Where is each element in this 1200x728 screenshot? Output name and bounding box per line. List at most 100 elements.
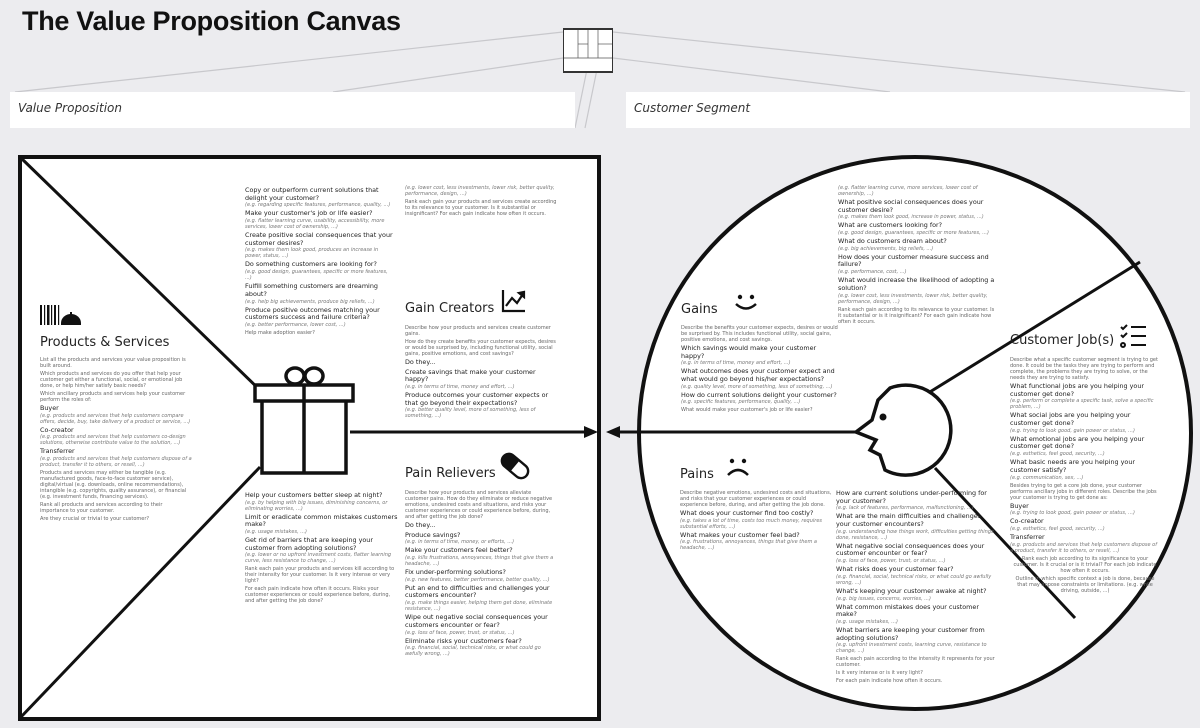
question: Limit or eradicate common mistakes custo… (245, 512, 398, 529)
note: Which ancillary products and services he… (40, 391, 186, 403)
pains-questions: How are current solutions under-performi… (836, 488, 996, 686)
gains-description: Describe the benefits your customer expe… (681, 323, 839, 415)
question: Produce savings? (405, 530, 461, 539)
question: Produce outcomes your customer expects o… (405, 391, 549, 407)
example: (e.g. loss of face, power, trust, or sta… (405, 629, 515, 636)
example: (e.g. communication, sex, ...) (1010, 474, 1084, 481)
example: (e.g. regarding specific features, perfo… (245, 202, 391, 209)
example: (e.g. esthetics, feel good, security, ..… (1010, 451, 1105, 458)
example: (e.g. upfront investment costs, learning… (836, 642, 987, 655)
question: Get rid of barriers that are keeping you… (245, 536, 373, 552)
example: (e.g. lower cost, less investments, lowe… (405, 185, 555, 197)
example: (e.g. products and services that help cu… (40, 412, 191, 425)
question: Fulfill something customers are dreaming… (245, 282, 378, 298)
canvas-thumbnail (563, 28, 613, 73)
products-services-text: List all the products and services your … (40, 355, 192, 524)
note: Describe how your products and services … (405, 490, 553, 520)
example: (e.g. specific features, performance, qu… (681, 399, 801, 406)
pain-relievers-questions: Help your customers better sleep at nigh… (245, 490, 400, 606)
example: (e.g. trying to look good, gain power or… (1010, 510, 1135, 517)
question: Make your customer's job or life easier? (245, 209, 373, 218)
question: Put an end to difficulties and challenge… (405, 583, 550, 600)
gains-questions: (e.g. flatter learning curve, more servi… (838, 185, 996, 327)
note: For each pain indicate how often it occu… (836, 678, 943, 685)
note: Rank each pain according to the intensit… (836, 656, 995, 669)
note: Describe negative emotions, undesired co… (680, 490, 832, 508)
question: Do they... (405, 358, 436, 366)
note: Rank all products and services according… (40, 502, 163, 515)
note: Are they crucial or trivial to your cust… (40, 516, 150, 523)
question: What are customers looking for? (838, 221, 943, 230)
note: Describe what a specific customer segmen… (1010, 357, 1158, 381)
note: What would make your customer's job or l… (681, 407, 813, 414)
example: (e.g. new features, better performance, … (405, 576, 550, 583)
question: Do something customers are looking for? (245, 260, 377, 269)
example: (e.g. lower or no upfront investment cos… (245, 552, 392, 565)
note: Products and services may either be tang… (40, 470, 187, 501)
example: (e.g. takes a lot of time, costs too muc… (680, 517, 823, 530)
example: (e.g. lack of features, performance, mal… (836, 505, 974, 512)
example: (e.g. financial, social, technical risks… (836, 573, 992, 586)
question: What emotional jobs are you helping your… (1010, 434, 1145, 451)
question: Fix under-performing solutions? (405, 568, 506, 577)
example: (e.g. financial, social, technical risks… (405, 645, 541, 658)
example: (e.g. lower cost, less investments, lowe… (838, 292, 988, 305)
question: How are current solutions under-performi… (836, 489, 987, 505)
example: (e.g. products and services that help cu… (1010, 541, 1157, 554)
note: Rank each gain your products and service… (405, 199, 557, 217)
note: List all the products and services your … (40, 357, 186, 369)
example: (e.g. products and services that help cu… (40, 434, 186, 447)
example: (e.g. better quality level, more of some… (405, 407, 536, 420)
question: Buyer (40, 404, 59, 412)
note: Rank each gain according to its relevanc… (838, 306, 995, 325)
gain-creators-title: Gain Creators (405, 301, 495, 316)
question: Produce positive outcomes matching your … (245, 305, 380, 322)
question: Buyer (1010, 501, 1029, 510)
question: Co-creator (40, 425, 74, 434)
question: Wipe out negative social consequences yo… (405, 613, 548, 629)
note: For each pain indicate how often it occu… (245, 586, 391, 605)
example: (e.g. kills frustrations, annoyances, th… (405, 555, 554, 568)
customer-jobs-text: Describe what a specific customer segmen… (1010, 355, 1160, 596)
question: What makes your customer feel bad? (680, 530, 800, 539)
question: Make your customers feel better? (405, 546, 513, 555)
question: What positive social consequences does y… (838, 198, 984, 214)
example: (e.g. esthetics, feel good, security, ..… (1010, 525, 1105, 532)
question: What barriers are keeping your customer … (836, 625, 985, 642)
example: (e.g. usage mistakes, ...) (245, 529, 308, 536)
note: Rank each pain your products and service… (245, 566, 395, 585)
question: What social jobs are you helping your cu… (1010, 411, 1131, 428)
example: (e.g. perform or complete a specific tas… (1010, 398, 1154, 411)
gain-creators-description: Describe how your products and services … (405, 323, 560, 420)
example: (e.g. makes them look good, produces an … (245, 247, 379, 260)
note: Which products and services do you offer… (40, 371, 183, 389)
note-centered: Outline in which specific context a job … (1015, 575, 1155, 594)
gain-creators-ranking: (e.g. lower cost, less investments, lowe… (405, 185, 560, 219)
example: (e.g. performance, cost, ...) (838, 269, 907, 276)
example: (e.g. in terms of time, money, or effort… (405, 539, 515, 546)
example: (e.g. understanding how things work, dif… (836, 528, 994, 541)
pain-relievers-description: Describe how your products and services … (405, 488, 555, 658)
question: How do current solutions delight your cu… (681, 390, 837, 399)
question: Transferrer (1010, 532, 1045, 541)
question: Do they... (405, 521, 436, 529)
question: Which savings would make your customer h… (681, 344, 817, 360)
example: (e.g. usage mistakes, ...) (836, 618, 899, 625)
example: (e.g. good design, guarantees, specific … (838, 230, 989, 237)
note: Is it very intense or is it very light? (836, 670, 923, 677)
question: What negative social consequences does y… (836, 541, 985, 558)
gain-creators-questions: Copy or outperform current solutions tha… (245, 185, 395, 338)
question: Transferrer (40, 447, 75, 456)
question: Create savings that make your customer h… (405, 367, 536, 384)
note: How do they create benefits your custome… (405, 339, 556, 357)
example: (e.g. help big achievements, produce big… (245, 298, 375, 305)
example: (e.g. in terms of time, money and effort… (681, 360, 791, 367)
pains-title: Pains (680, 467, 714, 482)
pain-relievers-title: Pain Relievers (405, 466, 496, 481)
example: (e.g. products and services that help cu… (40, 456, 192, 469)
note: Describe how your products and services … (405, 325, 551, 337)
products-services-title: Products & Services (40, 335, 170, 350)
example: (e.g. makes them look good, increase in … (838, 214, 984, 221)
example: (e.g. loss of face, power, trust, or sta… (836, 558, 946, 565)
question: Copy or outperform current solutions tha… (245, 186, 379, 202)
